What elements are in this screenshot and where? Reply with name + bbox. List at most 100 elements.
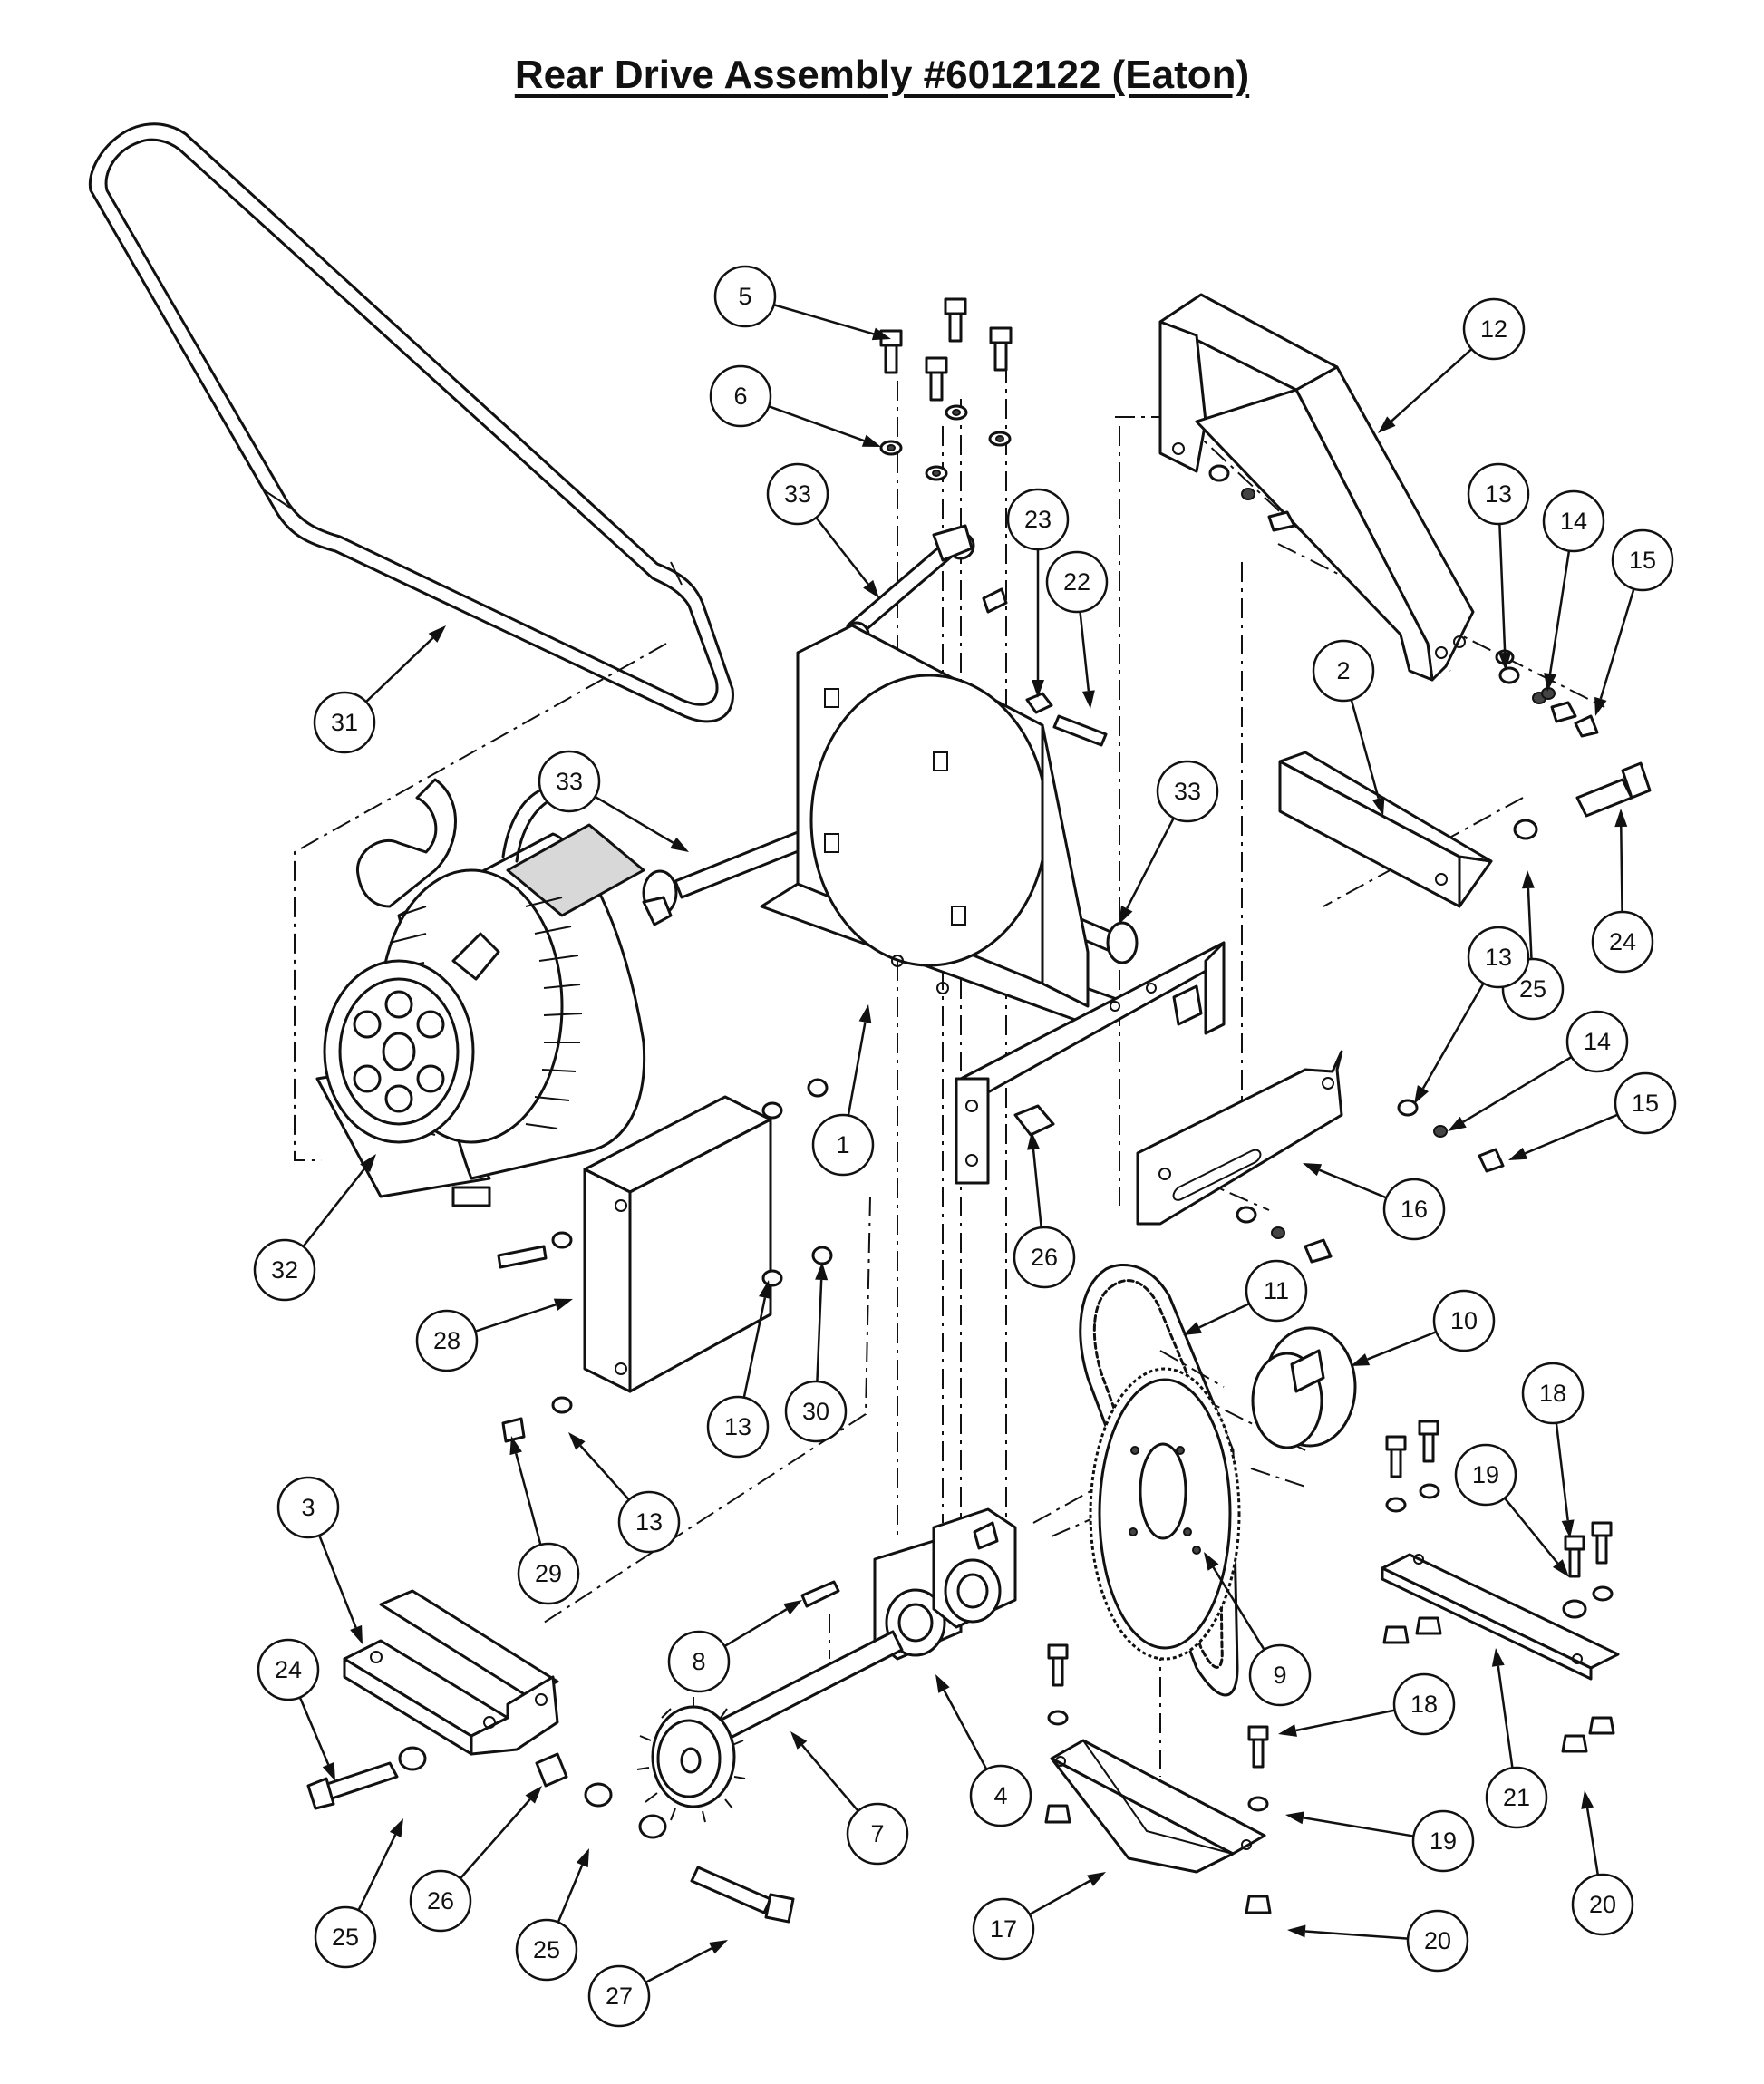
callout-bubble (314, 1905, 377, 1969)
callout-33: 33 (1119, 760, 1219, 925)
callout-leader-line (459, 1798, 531, 1880)
callout-bubble (1467, 926, 1530, 989)
callout-arrowhead (1032, 680, 1044, 698)
bolt-17-top (1047, 1643, 1069, 1687)
callout-bubble (1462, 297, 1526, 361)
callout-number: 8 (692, 1648, 705, 1675)
callout-leader-line (773, 304, 875, 335)
callout-bubble (257, 1638, 320, 1701)
callout-arrowhead (1491, 1648, 1505, 1667)
callout-leader-line (1126, 817, 1175, 909)
callout-bubble (1521, 1362, 1585, 1425)
callout-13: 13 (1414, 926, 1530, 1104)
callout-bubble (617, 1490, 681, 1554)
callout-31: 31 (313, 625, 446, 754)
callout-11: 11 (1183, 1259, 1308, 1335)
callout-number: 2 (1336, 657, 1350, 684)
callout-bubble (1382, 1178, 1446, 1241)
callout-number: 26 (1031, 1244, 1058, 1271)
callout-leader-line (1029, 1879, 1091, 1916)
callout-number: 5 (738, 283, 751, 310)
callout-6: 6 (709, 364, 881, 447)
flat-bar-21 (1381, 1553, 1620, 1681)
callout-bubble (1614, 1071, 1677, 1135)
callout-bubble (846, 1802, 909, 1866)
callout-leader-line (298, 1696, 330, 1766)
lower-bracket-17 (1050, 1739, 1266, 1874)
callout-18: 18 (1278, 1672, 1456, 1737)
callout-bubble (969, 1764, 1032, 1827)
callout-leader-line (1391, 348, 1473, 422)
callout-arrowhead (1204, 1552, 1219, 1571)
callout-25: 25 (314, 1818, 403, 1969)
callout-number: 14 (1560, 508, 1587, 535)
callout-26: 26 (1013, 1131, 1076, 1289)
callout-arrowhead (1521, 870, 1535, 889)
motor-pump-32 (315, 778, 646, 1207)
callout-arrowhead (1544, 673, 1556, 692)
callout-13: 13 (1467, 462, 1530, 671)
callout-leader-line (474, 1304, 557, 1333)
callout-bubble (587, 1964, 651, 2028)
callout-arrowhead (1448, 1116, 1467, 1131)
callout-23: 23 (1006, 488, 1070, 698)
callout-leader-line (302, 1167, 366, 1247)
callout-arrowhead (790, 1731, 808, 1750)
callout-33: 33 (766, 462, 879, 598)
callout-arrowhead (1285, 1811, 1304, 1825)
hardware-fasteners (306, 297, 1652, 1924)
callout-leader-line (815, 517, 869, 586)
callout-bubble (1392, 1672, 1456, 1736)
callout-16: 16 (1303, 1163, 1446, 1241)
callout-leader-line (1212, 1566, 1265, 1651)
callout-number: 27 (606, 1982, 633, 2010)
callout-number: 19 (1430, 1827, 1457, 1855)
callout-20: 20 (1287, 1909, 1469, 1973)
callout-number: 15 (1632, 1090, 1659, 1117)
callout-bubble (409, 1869, 472, 1933)
callout-number: 23 (1024, 506, 1052, 533)
callout-3: 3 (276, 1476, 363, 1644)
callout-leader-line (557, 1864, 584, 1924)
bolts-21-top (1385, 1420, 1613, 1578)
shaft-gear-7 (636, 1630, 904, 1823)
callout-leader-line (1524, 1113, 1619, 1155)
callout-leader-line (800, 1744, 859, 1812)
callout-bubble (1248, 1643, 1312, 1707)
callout-19: 19 (1285, 1809, 1475, 1873)
callout-arrowhead (759, 1280, 771, 1300)
callout-bubble (1485, 1766, 1548, 1829)
callout-bubble (709, 364, 772, 428)
callout-bubble (538, 750, 601, 813)
callout-number: 1 (836, 1131, 849, 1158)
callout-arrowhead (322, 1761, 335, 1781)
callout-leader-line (1367, 1331, 1437, 1361)
callout-bubble (667, 1630, 731, 1693)
cover-box-28 (583, 1095, 772, 1393)
callout-arrowhead (568, 1432, 586, 1450)
callout-arrowhead (1552, 1559, 1569, 1577)
key-8 (800, 1580, 840, 1608)
slotted-plate-16 (1136, 1050, 1343, 1226)
callout-leader-line (515, 1452, 542, 1546)
callout-number: 32 (271, 1256, 298, 1284)
callout-number: 7 (870, 1820, 884, 1847)
callout-bubble (766, 462, 829, 526)
callout-29: 29 (509, 1436, 580, 1605)
callout-15: 15 (1508, 1071, 1677, 1160)
callout-arrowhead (863, 579, 879, 598)
callout-arrowhead (1119, 906, 1133, 925)
callout-bubble (706, 1395, 770, 1459)
callout-24: 24 (257, 1638, 335, 1781)
callout-arrowhead (935, 1674, 950, 1693)
callout-14: 14 (1542, 489, 1605, 692)
callout-15: 15 (1594, 528, 1674, 716)
bolt-5-a (879, 329, 903, 374)
callout-arrowhead (1278, 1724, 1297, 1737)
callout-22: 22 (1045, 550, 1109, 709)
callout-bubble (1411, 1809, 1475, 1873)
callout-21: 21 (1485, 1648, 1548, 1829)
callout-leader-line (364, 636, 434, 703)
